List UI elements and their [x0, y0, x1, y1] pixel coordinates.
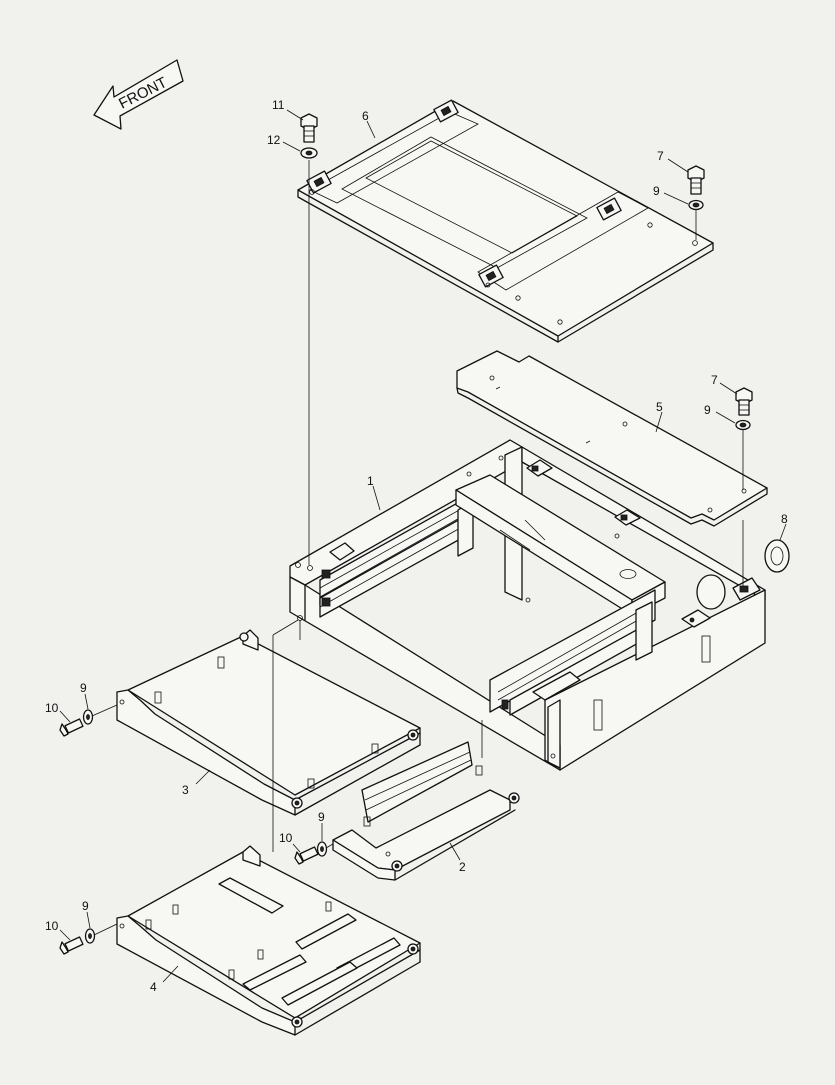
- part-3-rear-tray: [116, 629, 421, 816]
- callout-9-lower: 9: [704, 403, 711, 417]
- callout-2: 2: [459, 860, 466, 874]
- washer-9-lower: [735, 419, 751, 431]
- callout-labels: 1 2 3 4 5 6 7 7 8 9 9 9 9 9 10 10 10 11 …: [45, 98, 788, 994]
- leader-lines: [59, 109, 787, 983]
- callout-6: 6: [362, 109, 369, 123]
- part-2-channel-bracket: [332, 741, 520, 881]
- callout-3: 3: [182, 783, 189, 797]
- part-1-base-frame: [289, 439, 766, 771]
- callout-4: 4: [150, 980, 157, 994]
- callout-1: 1: [367, 474, 374, 488]
- part-5-side-plate: [456, 350, 768, 527]
- bolt-10-bracket: [294, 841, 328, 865]
- assembly-lines: [91, 160, 744, 936]
- front-direction-arrow: FRONT: [93, 59, 184, 130]
- callout-7-lower: 7: [711, 373, 718, 387]
- bolt-7-lower: [735, 387, 753, 416]
- bolt-10-slide-tray: [59, 928, 96, 955]
- part-6-top-plate: [297, 99, 714, 343]
- callout-10-bracket: 10: [279, 831, 293, 845]
- callout-5: 5: [656, 400, 663, 414]
- bolt-11: [300, 113, 318, 143]
- callout-7-upper: 7: [657, 149, 664, 163]
- bolt-7-upper: [687, 165, 705, 195]
- callout-9-slide-tray: 9: [82, 899, 89, 913]
- callout-10-rear-tray: 10: [45, 701, 59, 715]
- callout-12: 12: [267, 133, 281, 147]
- callout-11: 11: [272, 98, 285, 112]
- callout-9-bracket: 9: [318, 810, 325, 824]
- part-8-grommet: [764, 539, 790, 573]
- callout-10-slide-tray: 10: [45, 919, 59, 933]
- washer-9-upper: [688, 199, 704, 211]
- bolt-10-rear-tray: [59, 709, 94, 737]
- part-4-slide-tray: [116, 845, 421, 1036]
- callout-9-upper: 9: [653, 184, 660, 198]
- callout-8: 8: [781, 512, 788, 526]
- callout-9-rear-tray: 9: [80, 681, 87, 695]
- washer-12: [300, 147, 318, 159]
